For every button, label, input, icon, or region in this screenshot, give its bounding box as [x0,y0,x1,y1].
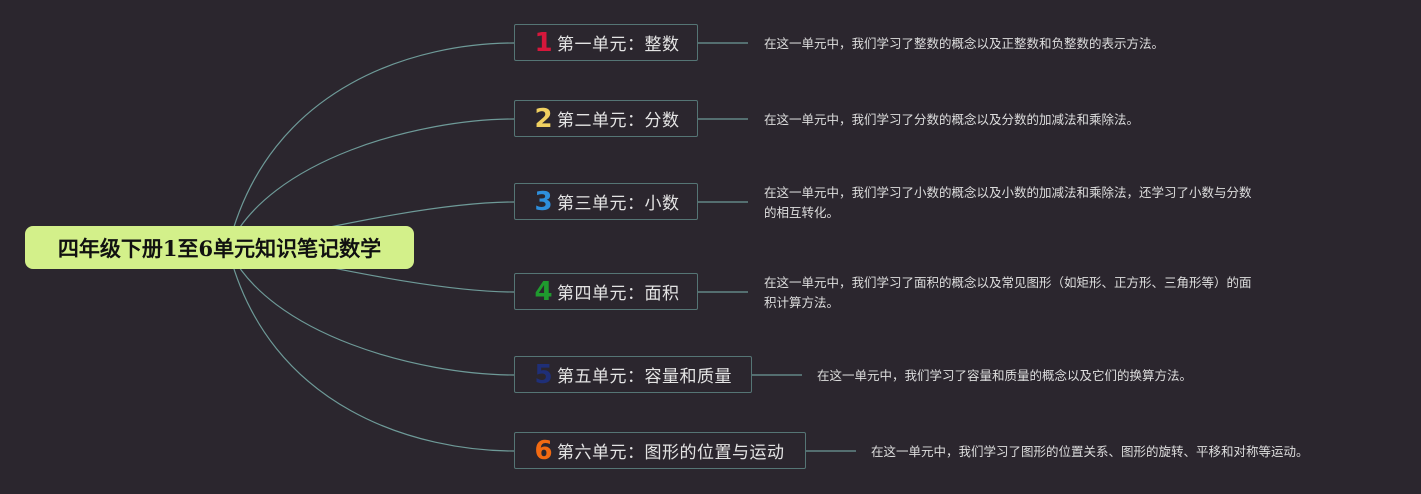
unit-number-1: 1 [534,27,553,58]
unit-node-2[interactable]: 2 第二单元：分数 [514,100,698,137]
branch-line-5 [227,247,515,376]
root-title: 四年级下册1至6单元知识笔记数学 [57,235,382,261]
unit-number-3: 3 [534,186,553,217]
unit-number-6: 6 [534,435,553,466]
unit-note-3: 在这一单元中，我们学习了小数的概念以及小数的加减法和乘除法，还学习了小数与分数的… [764,185,1252,220]
unit-number-5: 5 [534,359,553,390]
unit-note-1: 在这一单元中，我们学习了整数的概念以及正整数和负整数的表示方法。 [764,36,1165,51]
unit-number-4: 4 [534,276,553,307]
unit-label-4: 第四单元：面积 [557,284,680,304]
unit-node-6[interactable]: 6 第六单元：图形的位置与运动 [514,432,806,469]
unit-note-6: 在这一单元中，我们学习了图形的位置关系、图形的旋转、平移和对称等运动。 [871,444,1309,459]
branch-line-1 [227,42,515,249]
unit-node-5[interactable]: 5 第五单元：容量和质量 [514,356,752,393]
unit-note-2: 在这一单元中，我们学习了分数的概念以及分数的加减法和乘除法。 [764,112,1140,127]
unit-label-5: 第五单元：容量和质量 [557,367,732,387]
unit-note-5: 在这一单元中，我们学习了容量和质量的概念以及它们的换算方法。 [817,368,1193,383]
unit-note-4: 在这一单元中，我们学习了面积的概念以及常见图形（如矩形、正方形、三角形等）的面积… [764,275,1252,310]
unit-label-6: 第六单元：图形的位置与运动 [557,443,785,463]
unit-node-4[interactable]: 4 第四单元：面积 [514,273,698,310]
unit-number-2: 2 [534,103,553,134]
branch-line-6 [227,247,515,452]
unit-label-3: 第三单元：小数 [557,194,680,214]
unit-label-2: 第二单元：分数 [557,111,680,131]
unit-node-3[interactable]: 3 第三单元：小数 [514,183,698,220]
branch-line-2 [227,118,515,249]
unit-node-1[interactable]: 1 第一单元：整数 [514,24,698,61]
root-topic[interactable]: 四年级下册1至6单元知识笔记数学 [25,226,414,269]
unit-label-1: 第一单元：整数 [557,35,680,55]
